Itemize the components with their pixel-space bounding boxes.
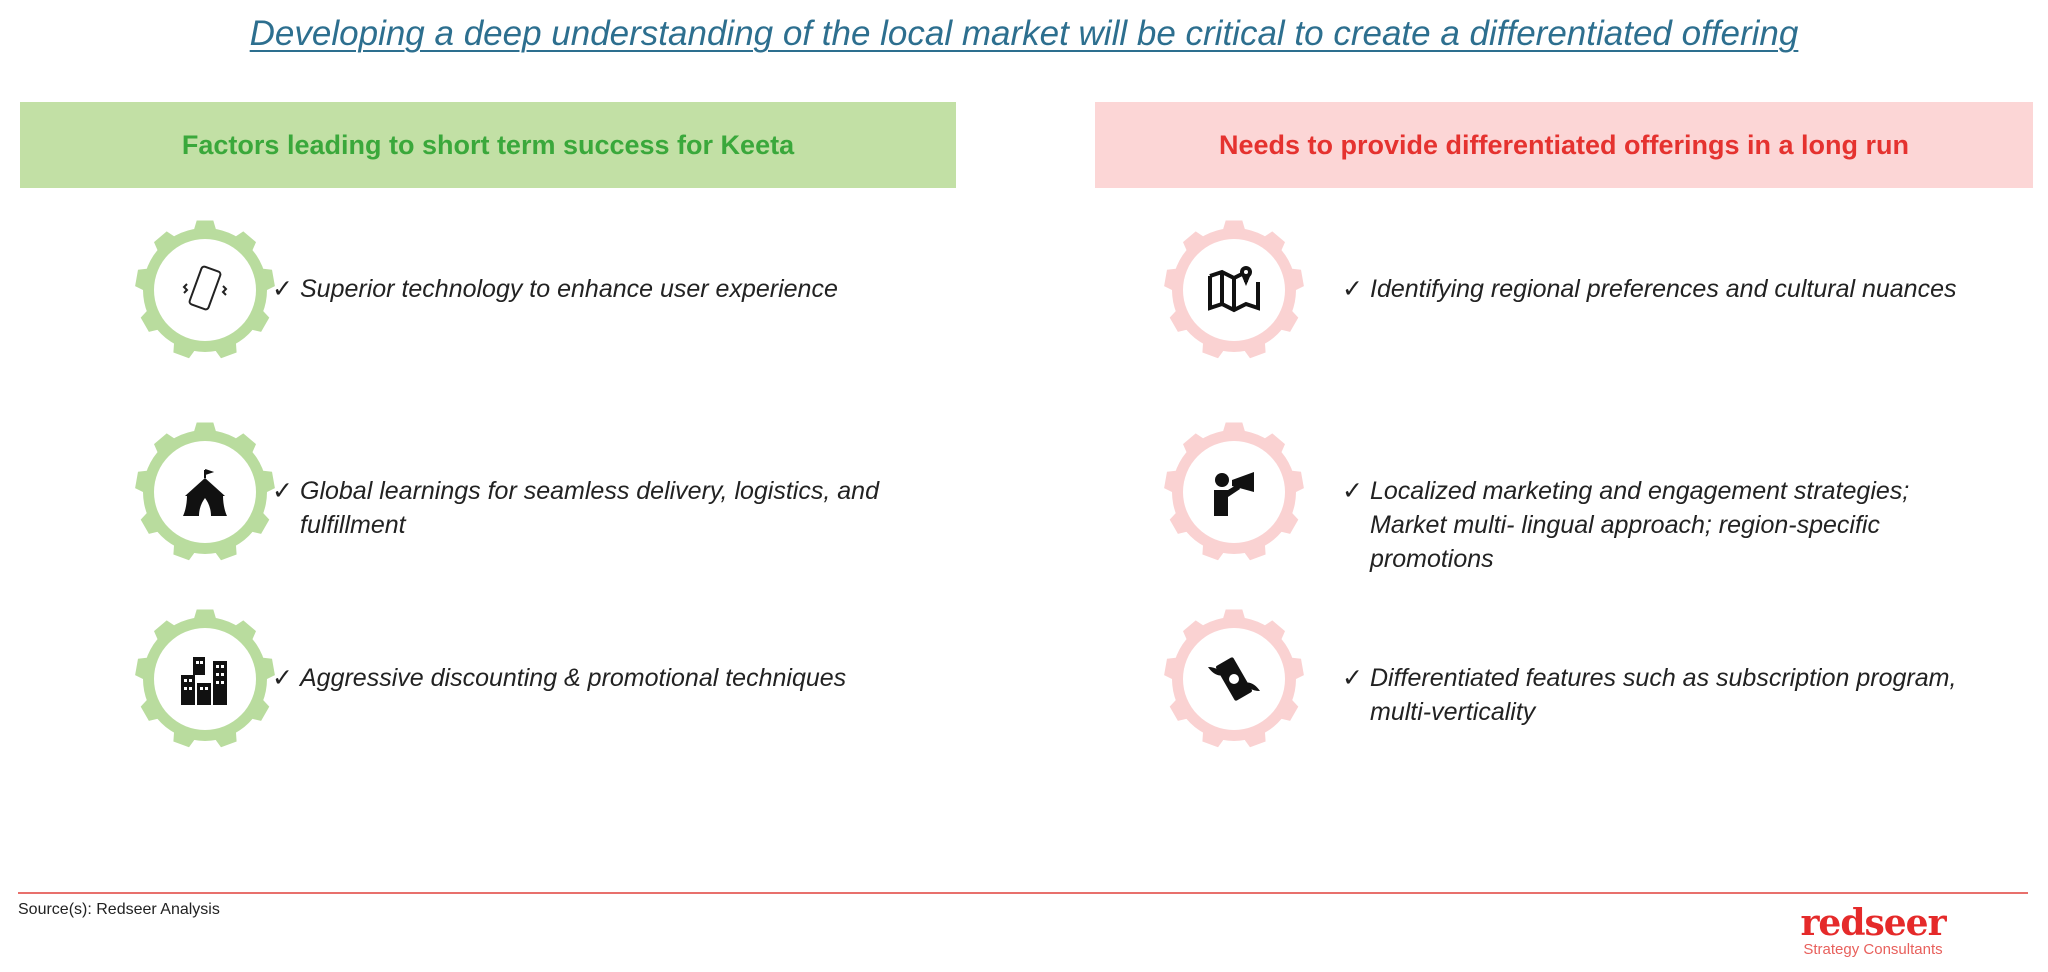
bullet-line: promotions (1370, 545, 1494, 573)
bullet-item: ✓Localized marketing and engagement stra… (1342, 474, 1910, 576)
gear-badge (1164, 220, 1304, 360)
buildings-icon (181, 657, 227, 705)
gear-badge (135, 609, 275, 749)
check-icon: ✓ (1342, 275, 1363, 303)
circus-tent-icon (183, 469, 227, 516)
gear-icon (135, 609, 275, 748)
logo-wordmark: redseer (1800, 902, 1946, 944)
bullet-line: multi-verticality (1370, 698, 1536, 726)
gear-icon (135, 220, 275, 359)
logo-subtitle: Strategy Consultants (1803, 941, 1943, 958)
gear-badge (135, 422, 275, 562)
gear-badge (135, 220, 275, 360)
check-icon: ✓ (272, 664, 293, 692)
bullet-item: ✓Differentiated features such as subscri… (1342, 661, 1957, 729)
bullet-item: ✓Global learnings for seamless delivery,… (272, 474, 879, 542)
check-icon: ✓ (1342, 477, 1363, 505)
megaphone-person-icon (1214, 472, 1254, 516)
bullet-line: Differentiated features such as subscrip… (1370, 664, 1957, 692)
left-header: Factors leading to short term success fo… (20, 102, 956, 188)
bullet-line: fulfillment (300, 511, 406, 539)
bullet-line: Global learnings for seamless delivery, … (300, 477, 879, 505)
map-pin-icon (1208, 266, 1260, 313)
redseer-logo: redseer Strategy Consultants (1783, 904, 1963, 958)
page-title: Developing a deep understanding of the l… (249, 14, 1799, 53)
check-icon: ✓ (272, 477, 293, 505)
bullet-line: Localized marketing and engagement strat… (1370, 477, 1910, 505)
flying-money-icon (1208, 657, 1260, 701)
bullet-line: Aggressive discounting & promotional tec… (300, 664, 847, 692)
bullet-line: Identifying regional preferences and cul… (1370, 275, 1957, 303)
check-icon: ✓ (272, 275, 293, 303)
source-note: Source(s): Redseer Analysis (18, 901, 220, 918)
bullet-item: ✓Identifying regional preferences and cu… (1342, 272, 1957, 306)
vibrating-phone-icon (182, 265, 228, 311)
gear-badge (1164, 422, 1304, 562)
footer-divider (18, 892, 2028, 894)
check-icon: ✓ (1342, 664, 1363, 692)
bullet-item: ✓Aggressive discounting & promotional te… (272, 661, 847, 695)
right-header: Needs to provide differentiated offering… (1095, 102, 2033, 188)
bullet-line: Market multi- lingual approach; region-s… (1370, 511, 1880, 539)
bullet-item: ✓Superior technology to enhance user exp… (272, 272, 838, 306)
gear-badge (1164, 609, 1304, 749)
bullet-line: Superior technology to enhance user expe… (300, 275, 838, 303)
